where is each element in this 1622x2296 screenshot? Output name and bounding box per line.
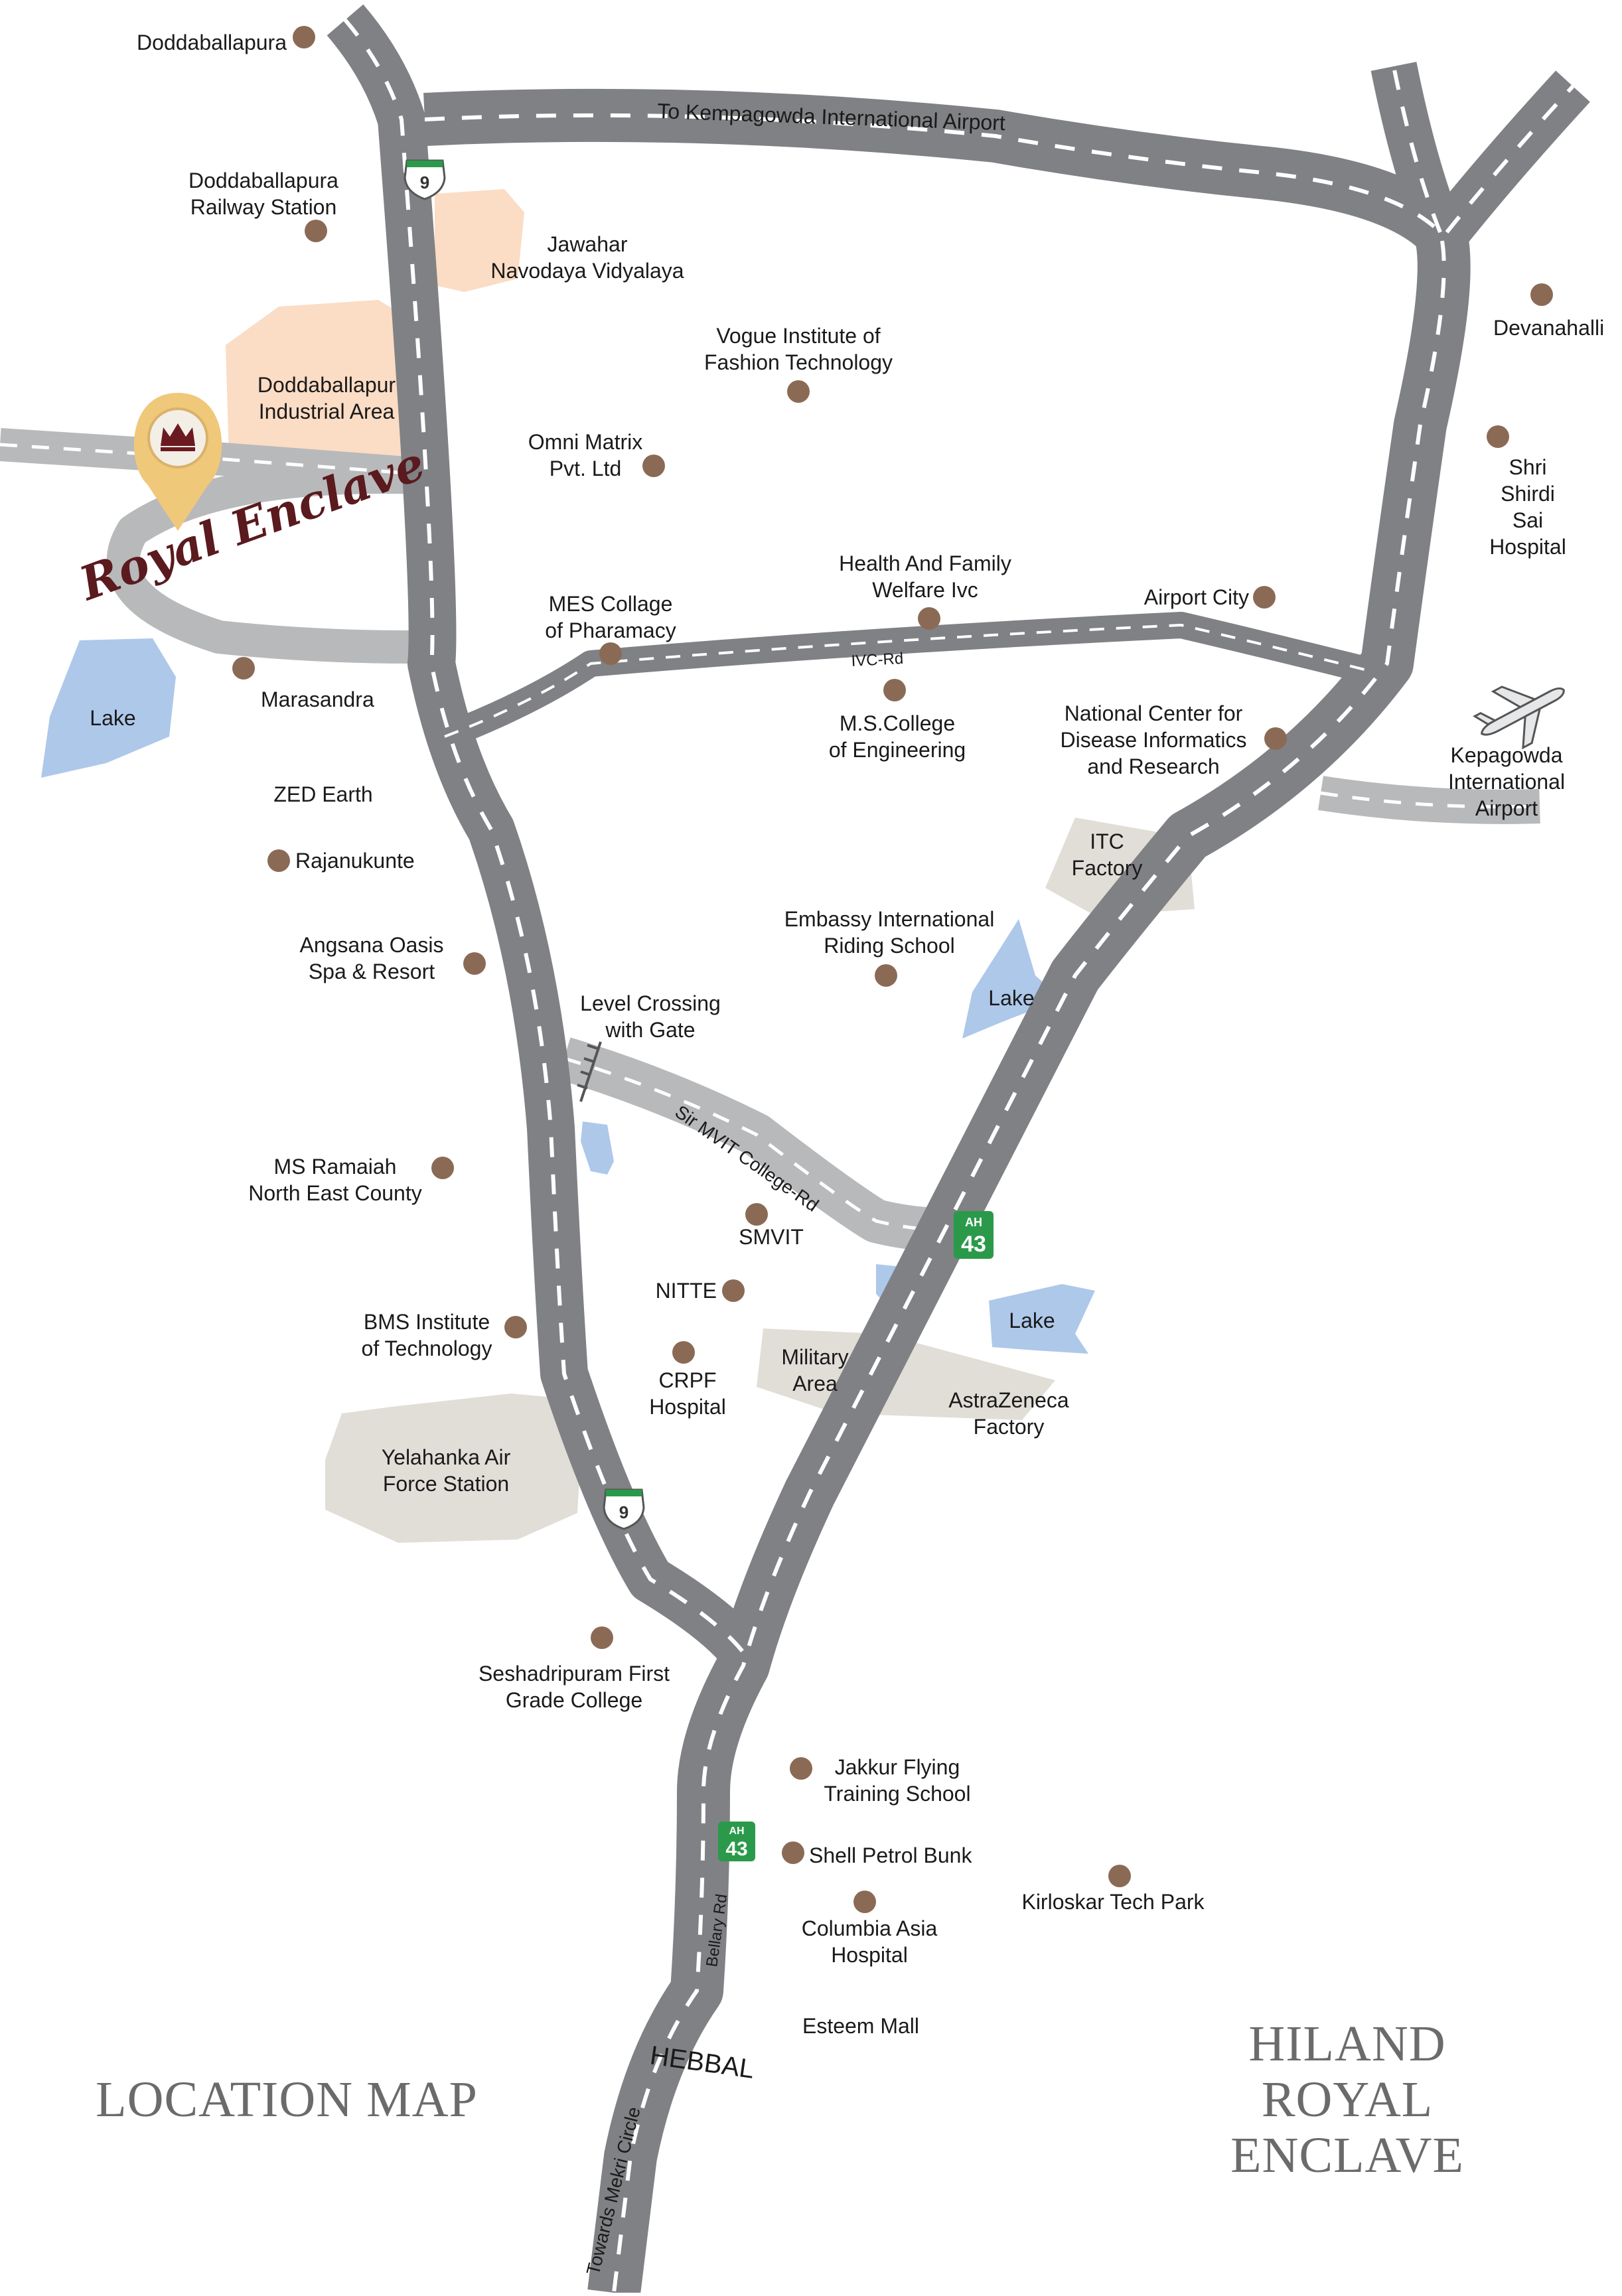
label-astrazeneca: AstraZeneca Factory [948, 1388, 1069, 1439]
label-shell: Shell Petrol Bunk [809, 1843, 972, 1867]
poi-dot [787, 380, 810, 403]
label-angsana: Angsana Oasis Spa & Resort [299, 933, 444, 983]
lake-astra-shape [989, 1284, 1095, 1354]
ivc-rd-label: IVC-Rd [851, 650, 904, 670]
poi-dot [745, 1203, 768, 1226]
label-kia: Kepagowda International Airport [1447, 743, 1566, 820]
label-crpf: CRPF Hospital [649, 1368, 726, 1419]
poi-dot [599, 642, 622, 665]
crown-icon [161, 423, 195, 451]
airplane-icon [1473, 685, 1565, 750]
poi-dot [1487, 425, 1509, 448]
label-seshadripuram: Seshadripuram First Grade College [478, 1662, 670, 1712]
label-ms-college: M.S.College of Engineering [828, 711, 966, 762]
poi-dot [232, 657, 255, 680]
poi-dot [1108, 1865, 1131, 1887]
label-military: Military Area [781, 1345, 849, 1396]
label-vogue: Vogue Institute of Fashion Technology [703, 324, 893, 374]
label-mes: MES Collage of Pharamacy [545, 592, 676, 642]
svg-text:9: 9 [420, 173, 429, 192]
label-lake-astra: Lake [1009, 1309, 1055, 1332]
poi-dot [591, 1626, 613, 1649]
label-lake-west: Lake [90, 706, 136, 730]
poi-dot [267, 849, 290, 872]
label-esteem: Esteem Mall [802, 2014, 920, 2038]
lake-small-shape-1 [581, 1121, 614, 1175]
poi-dot [1253, 586, 1276, 609]
title-location-map: LOCATION MAP [96, 2072, 478, 2127]
poi-dot [463, 952, 486, 975]
lake-west-shape [41, 638, 176, 778]
label-ms-ramaiah: MS Ramaiah North East County [248, 1155, 422, 1205]
label-zed: ZED Earth [273, 782, 373, 806]
poi-dot [1530, 283, 1553, 306]
label-jawahar: Jawahar Navodaya Vidyalaya [490, 232, 684, 283]
poi-dot [790, 1757, 812, 1780]
poi-dot [782, 1841, 804, 1864]
label-yelahanka: Yelahanka Air Force Station [381, 1445, 511, 1496]
ah43-shield-south: AH 43 [718, 1822, 755, 1861]
label-doddaballapura: Doddaballapura [137, 31, 287, 54]
poi-dot [504, 1316, 527, 1338]
label-industrial: Doddaballapur Industrial Area [257, 373, 396, 423]
poi-dot [883, 679, 906, 701]
label-kirloskar: Kirloskar Tech Park [1021, 1890, 1205, 1914]
label-shirdi: Shri Shirdi Sai Hospital [1489, 455, 1566, 559]
svg-text:AH: AH [965, 1216, 982, 1229]
poi-dot [722, 1279, 745, 1302]
title-project-name: HILAND ROYAL ENCLAVE [1230, 2016, 1464, 2183]
label-level-crossing: Level Crossing with Gate [580, 991, 721, 1042]
poi-dot [305, 220, 327, 242]
poi-dot [875, 964, 897, 987]
label-airport-city: Airport City [1143, 585, 1249, 609]
poi-dot [918, 607, 940, 630]
location-pin-icon [133, 393, 222, 531]
lake-embassy-shape [962, 919, 1062, 1039]
svg-text:43: 43 [961, 1232, 986, 1257]
svg-text:AH: AH [729, 1826, 744, 1837]
svg-text:43: 43 [725, 1838, 747, 1860]
label-rajanukunte: Rajanukunte [295, 849, 415, 873]
ah43-shield-north: AH 43 [954, 1211, 994, 1259]
nh9-shield-south: 9 [603, 1488, 645, 1530]
label-devanahalli: Devanahalli [1493, 316, 1605, 340]
yelahanka-zone [325, 1394, 584, 1543]
label-health: Health And Family Welfare Ivc [839, 551, 1011, 602]
poi-dot [642, 455, 665, 477]
railway-crossing-icon [577, 1041, 602, 1102]
main-roads [327, 4, 1590, 2296]
label-omni: Omni Matrix Pvt. Ltd [528, 430, 643, 480]
label-railway-station: Doddaballapura Railway Station [188, 169, 338, 219]
poi-dots [232, 26, 1553, 1913]
svg-text:9: 9 [619, 1502, 628, 1522]
label-bms: BMS Institute of Technology [361, 1310, 492, 1360]
jawahar-zone [435, 189, 524, 292]
label-nitte: NITTE [655, 1279, 717, 1303]
poi-dot [672, 1341, 695, 1364]
mvit-road [557, 1037, 986, 1252]
label-lake-embassy: Lake [988, 986, 1035, 1010]
poi-dot [293, 26, 315, 48]
label-marasandra: Marasandra [261, 687, 374, 711]
label-jakkur: Jakkur Flying Training School [824, 1755, 971, 1806]
label-embassy: Embassy International Riding School [784, 907, 995, 958]
label-smvit: SMVIT [739, 1225, 804, 1249]
industrial-zone [226, 300, 431, 465]
poi-dot [1264, 727, 1287, 750]
poi-dot [431, 1157, 454, 1179]
poi-dot [853, 1891, 876, 1913]
nh9-shield-north: 9 [404, 159, 446, 200]
label-itc: ITC Factory [1071, 829, 1143, 880]
label-columbia: Columbia Asia Hospital [801, 1916, 938, 1967]
label-ncdir: National Center for Disease Informatics … [1060, 701, 1247, 778]
